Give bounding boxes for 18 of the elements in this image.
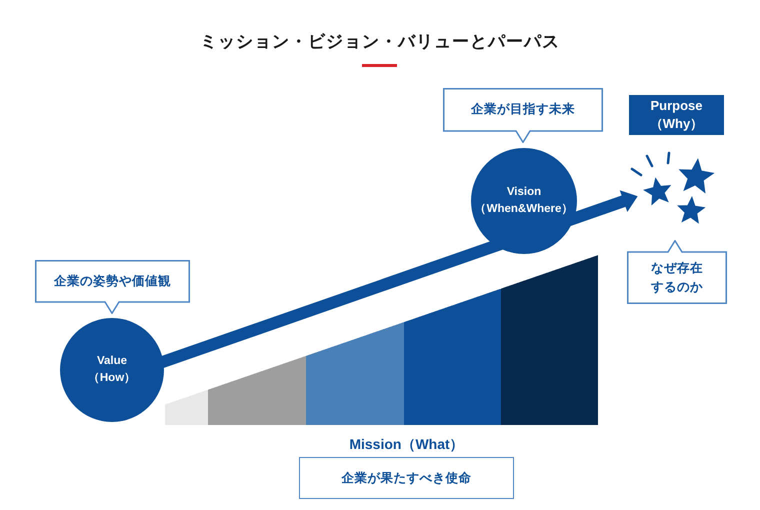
ramp-segment: [404, 288, 501, 425]
diagram-title: ミッション・ビジョン・バリューとパーパス: [200, 32, 560, 51]
bubble-text: 企業が目指す未来: [471, 101, 575, 118]
concept-circle: Value （How）: [60, 318, 164, 422]
bubble-text: 企業の姿勢や価値観: [54, 272, 171, 290]
ramp-segment: [306, 322, 404, 425]
heading-box: Purpose （Why）: [629, 95, 724, 135]
section-heading: Mission（What）: [349, 436, 464, 454]
speech-bubble: [35, 260, 190, 314]
speech-bubble: [443, 88, 603, 143]
speech-bubble: [627, 240, 727, 304]
stars-icon: [630, 151, 716, 226]
bubble-text: なぜ存在するのか: [650, 260, 704, 296]
concept-circle: Vision （When&Where）: [471, 148, 577, 254]
description-box: 企業が果たすべき使命: [299, 457, 514, 499]
ramp-segment: [208, 356, 306, 425]
ramp-segment: [501, 255, 598, 425]
ramp-segment: [165, 390, 208, 425]
